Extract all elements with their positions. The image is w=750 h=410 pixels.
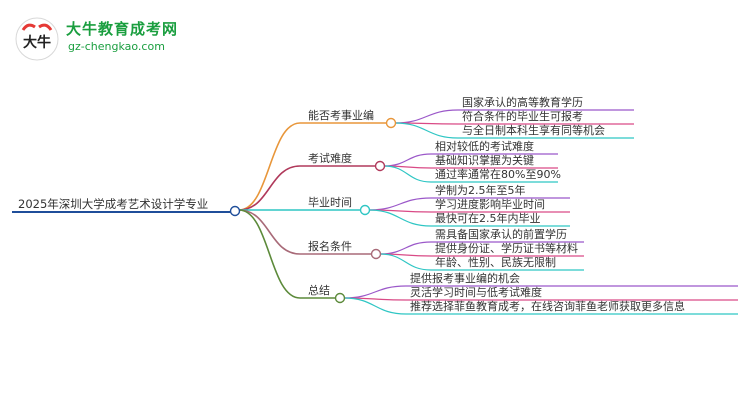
leaf-label-1-2: 符合条件的毕业生可报考: [462, 110, 583, 123]
leaf-label-5-3: 推荐选择菲鱼教育成考，在线咨询菲鱼老师获取更多信息: [410, 300, 685, 313]
branch-connector-5: [238, 209, 301, 299]
branch-label-1: 能否考事业编: [308, 109, 374, 122]
branch-connector-2: [238, 165, 301, 211]
leaf-connector-4-3: [379, 253, 432, 271]
branch-node-5: [334, 292, 346, 304]
branch-node-3: [359, 204, 371, 216]
branch-label-5: 总结: [308, 284, 330, 297]
branch-label-4: 报名条件: [308, 240, 352, 253]
branch-label-2: 考试难度: [308, 152, 352, 165]
leaf-label-5-2: 灵活学习时间与低考试难度: [410, 286, 542, 299]
leaf-connector-1-1: [394, 109, 459, 124]
branch-node-4: [370, 248, 382, 260]
branch-connector-4: [238, 209, 301, 255]
leaf-label-2-1: 相对较低的考试难度: [435, 140, 534, 153]
brand-url: gz-chengkao.com: [68, 40, 165, 53]
leaf-label-2-3: 通过率通常在80%至90%: [435, 168, 561, 181]
leaf-connector-1-3: [394, 122, 459, 139]
leaf-label-4-1: 需具备国家承认的前置学历: [435, 228, 567, 241]
leaf-connector-5-1: [343, 285, 407, 299]
branch-label-3: 毕业时间: [308, 196, 352, 209]
leaf-label-3-2: 学习进度影响毕业时间: [435, 198, 545, 211]
branch-node-2: [374, 160, 386, 172]
leaf-label-1-1: 国家承认的高等教育学历: [462, 96, 583, 109]
brand-logo: 大牛 大牛教育成考网 gz-chengkao.com: [14, 16, 214, 61]
leaf-label-3-3: 最快可在2.5年内毕业: [435, 212, 541, 225]
leaf-label-3-1: 学制为2.5年至5年: [435, 184, 526, 197]
root-node: [229, 205, 241, 217]
branch-node-1: [385, 117, 397, 129]
leaf-connector-2-1: [383, 153, 432, 167]
leaf-connector-5-3: [343, 297, 407, 315]
leaf-label-5-1: 提供报考事业编的机会: [410, 272, 520, 285]
leaf-connector-3-3: [368, 209, 432, 227]
root-topic: 2025年深圳大学成考艺术设计学专业: [18, 197, 209, 211]
leaf-label-4-2: 提供身份证、学历证书等材料: [435, 242, 578, 255]
branch-connector-1: [238, 122, 301, 211]
leaf-label-1-3: 与全日制本科生享有同等机会: [462, 124, 605, 137]
bull-logo-icon: 大牛: [15, 17, 59, 61]
leaf-connector-4-1: [379, 241, 432, 255]
brand-name: 大牛教育成考网: [66, 20, 179, 38]
svg-text:大牛: 大牛: [23, 34, 51, 51]
leaf-connector-2-3: [383, 165, 432, 183]
leaf-connector-3-1: [368, 197, 432, 211]
leaf-label-2-2: 基础知识掌握为关键: [435, 154, 534, 167]
leaf-label-4-3: 年龄、性别、民族无限制: [435, 256, 556, 269]
